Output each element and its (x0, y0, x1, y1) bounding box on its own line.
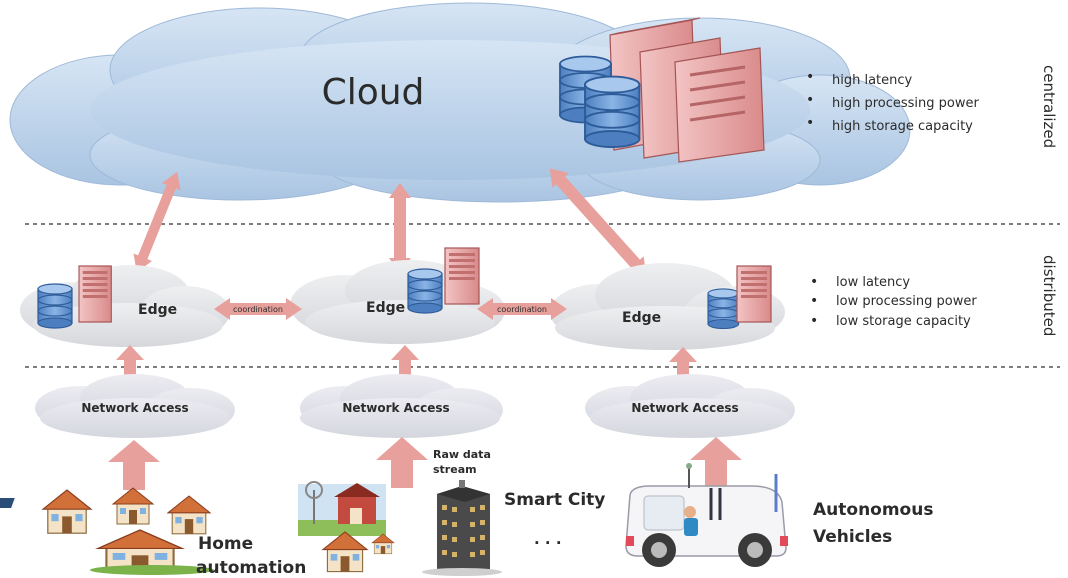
double-arrow-icon (477, 298, 567, 320)
coordination-label: coordination (497, 305, 547, 314)
double-arrow-icon (214, 298, 302, 320)
edge-property-item: low latency (836, 275, 910, 290)
up-arrow-icon (690, 437, 742, 488)
cloud-property-item: high storage capacity (832, 119, 973, 134)
up-arrow-icon (376, 437, 428, 488)
coordination-link: coordination (477, 298, 567, 320)
svg-text:•: • (806, 92, 814, 108)
smart-city-building-icon (422, 480, 502, 576)
svg-text:•: • (806, 69, 814, 85)
network-access-node (300, 374, 503, 438)
edge-properties-list: • • • low latency low processing power l… (810, 274, 977, 329)
coordination-link: coordination (214, 298, 302, 320)
edge-label: Edge (366, 300, 405, 316)
home-automation-houses-icon (0, 487, 214, 575)
network-access-node (35, 374, 235, 438)
edge-node: Edge (290, 247, 505, 344)
edge-node: Edge (550, 263, 785, 350)
svg-text:•: • (806, 115, 814, 131)
cloud-property-item: high latency (832, 73, 913, 88)
autonomous-vehicles-label: Vehicles (813, 527, 892, 547)
edge-node: Edge (20, 265, 230, 347)
up-arrows-device-to-network (108, 437, 742, 490)
network-access-label: Network Access (342, 401, 449, 415)
double-arrow-icon (549, 168, 647, 276)
edge-label: Edge (622, 310, 661, 326)
cloud-property-item: high processing power (832, 96, 980, 111)
up-arrow-icon (391, 345, 419, 382)
up-arrow-icon (108, 440, 160, 490)
network-access-node (585, 374, 795, 438)
edge-server-icon (444, 247, 480, 305)
tier-label-centralized: centralized (1040, 65, 1058, 148)
home-automation-label: automation (196, 558, 306, 578)
double-arrow-icon (389, 183, 411, 273)
edge-server-icon (736, 265, 772, 323)
raw-data-label: stream (433, 463, 477, 476)
smart-city-label: Smart City (504, 490, 605, 510)
autonomous-vehicle-icon (625, 463, 788, 567)
edge-server-icon (78, 265, 112, 323)
smart-city-farm-icon (298, 481, 395, 573)
network-access-label: Network Access (81, 401, 188, 415)
double-arrow-icon (133, 171, 181, 273)
edge-property-item: low storage capacity (836, 314, 971, 329)
edge-label: Edge (138, 302, 177, 318)
home-automation-label: Home (198, 534, 253, 554)
cloud-properties-list: • • • high latency high processing power… (806, 69, 980, 134)
network-access-label: Network Access (631, 401, 738, 415)
cloud-edge-arrows (133, 168, 647, 276)
tier-label-distributed: distributed (1040, 255, 1058, 336)
raw-data-label: Raw data (433, 448, 491, 461)
edge-property-item: low processing power (836, 294, 977, 309)
svg-text:•: • (810, 313, 818, 329)
svg-text:•: • (810, 274, 818, 290)
ellipsis: . . . (534, 530, 562, 548)
up-arrows-network-to-edge (116, 345, 697, 384)
up-arrow-icon (669, 347, 697, 384)
cloud-label: Cloud (322, 72, 425, 113)
autonomous-vehicles-label: Autonomous (813, 500, 933, 520)
cloud: Cloud (9, 2, 911, 203)
svg-text:•: • (810, 293, 818, 309)
up-arrow-icon (116, 345, 144, 382)
coordination-label: coordination (233, 305, 283, 314)
